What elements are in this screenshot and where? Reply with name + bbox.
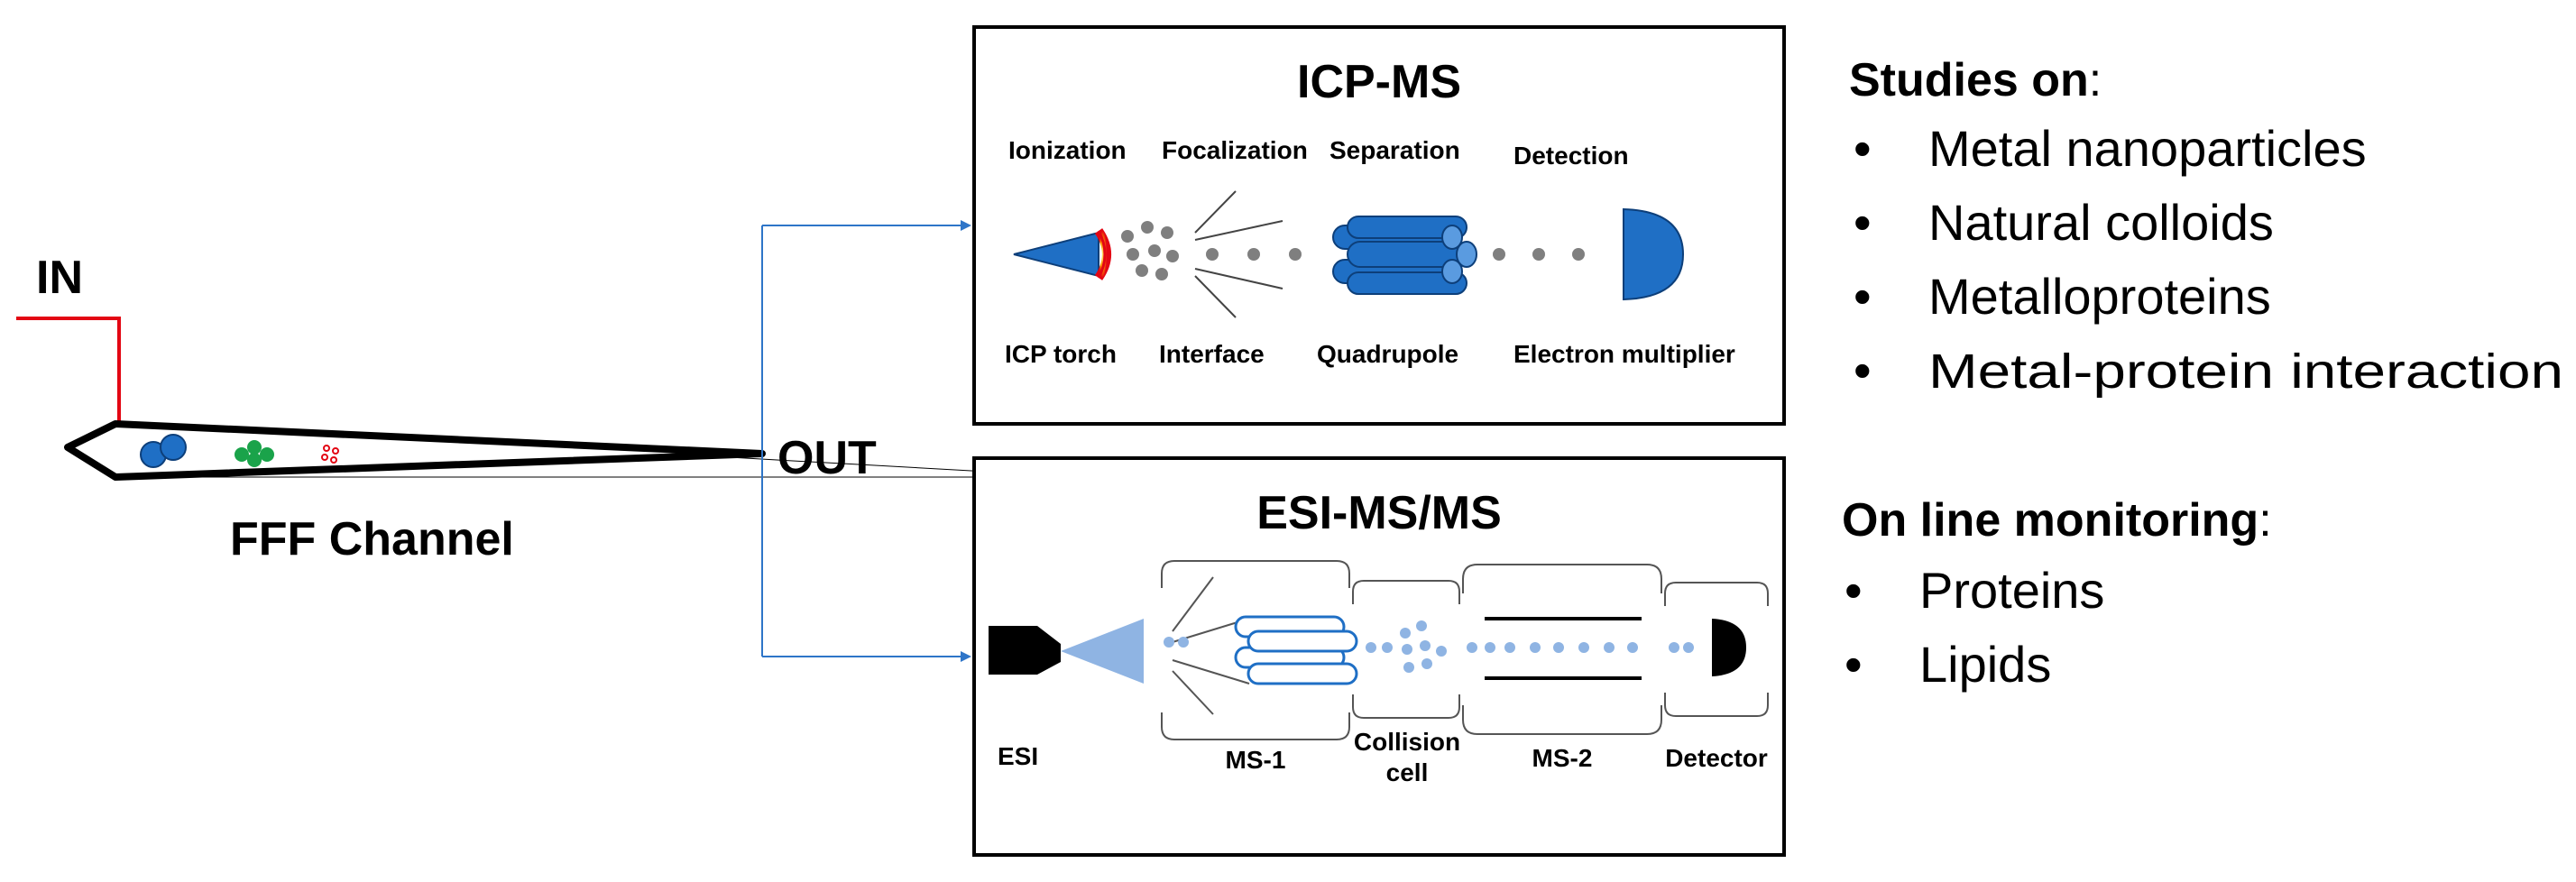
esi-ms-title: ESI-MS/MS (1256, 487, 1502, 539)
bullet: • (1854, 268, 1872, 325)
collision-bracket-top (1352, 580, 1460, 604)
label-electron-multiplier: Electron multiplier (1513, 340, 1735, 368)
ms1-bracket-bottom (1161, 712, 1350, 740)
outlet-connectors (761, 220, 971, 662)
out-label: OUT (777, 432, 877, 484)
studies-heading: Studies on: (1849, 54, 2102, 106)
ms1-ion-beam (1164, 637, 1189, 648)
ion-cloud (1121, 221, 1179, 280)
quadrupole-icon (1332, 216, 1477, 295)
detector-ion-beam (1669, 642, 1694, 653)
collision-fragments (1366, 620, 1447, 673)
monitoring-list: • Proteins • Lipids (1845, 562, 2104, 693)
list-item: Proteins (1919, 562, 2104, 619)
ms2-bracket-top (1462, 564, 1662, 593)
filtered-ion-beam (1493, 248, 1585, 261)
detector-bracket-bottom (1664, 693, 1769, 717)
collision-bracket-bottom (1352, 694, 1460, 719)
detector-bracket-top (1664, 582, 1769, 606)
bullet: • (1845, 562, 1863, 619)
ms2-ion-beam (1467, 642, 1638, 653)
label-interface: Interface (1159, 340, 1265, 368)
list-item: Metal nanoparticles (1928, 120, 2367, 177)
ms1-bracket-top (1161, 560, 1350, 588)
applications-text: Studies on: • Metal nanoparticles • Natu… (1842, 54, 2563, 693)
esi-source-icon (989, 626, 1061, 675)
label-ionization: Ionization (1008, 136, 1127, 164)
large-particle-2 (160, 434, 187, 461)
ms2-bracket-bottom (1462, 705, 1662, 735)
icp-ms-panel: ICP-MS Ionization Focalization Separatio… (972, 25, 1786, 426)
list-item: Metalloproteins (1928, 268, 2271, 325)
label-collision-line2: cell (1386, 758, 1429, 786)
label-separation: Separation (1329, 136, 1460, 164)
channel-name: FFF Channel (230, 513, 514, 565)
icp-torch-icon (1013, 231, 1099, 278)
label-collision-line1: Collision (1354, 728, 1460, 756)
label-detector: Detector (1665, 744, 1768, 772)
label-icp-torch: ICP torch (1005, 340, 1117, 368)
list-item: Metal-protein interaction (1928, 345, 2563, 399)
label-esi: ESI (998, 742, 1038, 770)
fff-channel: IN FFF Channel OUT (16, 252, 1085, 565)
focused-ion-beam (1206, 248, 1302, 261)
label-focalization: Focalization (1162, 136, 1308, 164)
medium-particle-cluster (235, 440, 274, 467)
icp-ms-title: ICP-MS (1297, 56, 1461, 108)
in-label: IN (36, 252, 83, 304)
label-ms1: MS-1 (1226, 746, 1286, 774)
list-item: Lipids (1919, 636, 2051, 693)
plasma-edge (1097, 230, 1107, 279)
bullet: • (1854, 342, 1872, 399)
label-quadrupole: Quadrupole (1317, 340, 1458, 368)
label-detection: Detection (1513, 142, 1629, 170)
esi-ms-panel: ESI-MS/MS (972, 456, 1786, 857)
bullet: • (1845, 636, 1863, 693)
electron-multiplier-icon (1623, 207, 1685, 301)
bullet: • (1854, 120, 1872, 177)
ms1-quadrupole-icon (1234, 615, 1358, 685)
bullet: • (1854, 194, 1872, 251)
inlet-arrow (16, 317, 125, 451)
small-particle-cluster (321, 445, 339, 464)
electrospray-plume-icon (1061, 619, 1144, 684)
label-ms2: MS-2 (1532, 744, 1593, 772)
list-item: Natural colloids (1928, 194, 2274, 251)
interface-cones-icon (1194, 190, 1283, 318)
studies-list: • Metal nanoparticles • Natural colloids… (1854, 120, 2563, 399)
monitoring-heading: On line monitoring: (1842, 494, 2272, 547)
esi-detector-icon (1712, 619, 1746, 676)
